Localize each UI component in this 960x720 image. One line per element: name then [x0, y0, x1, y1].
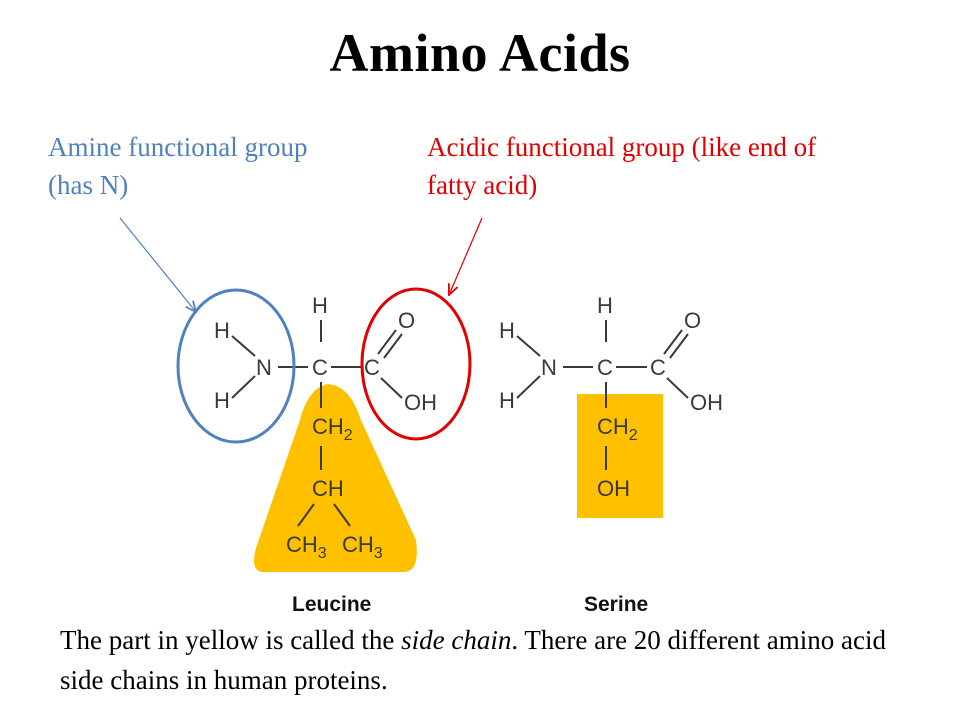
caption-pre: The part in yellow is called the — [60, 625, 402, 655]
leucine-side-chain-highlight — [254, 384, 417, 572]
serine-atom-h1: H — [499, 318, 515, 343]
serine-side-chain-highlight — [577, 394, 663, 518]
serine-atom-o: O — [684, 308, 701, 333]
caption-emphasis: side chain — [401, 625, 512, 655]
caption-post: . There are 20 different amino acid side… — [60, 625, 886, 695]
acid-group-circle — [360, 287, 472, 441]
leucine-group-ch2: CH2 — [312, 414, 353, 444]
amine-group-circle — [176, 288, 296, 444]
serine-atom-n: N — [541, 355, 557, 380]
serine-group-oh: OH — [597, 476, 630, 501]
serine-atom-h-top: H — [597, 293, 613, 318]
page-title: Amino Acids — [329, 23, 631, 83]
caption: The part in yellow is called the side ch… — [60, 620, 920, 700]
amine-group-label: Amine functional group (has N) — [48, 132, 308, 200]
leucine-name: Leucine — [292, 593, 371, 616]
leucine-group-ch3-right: CH3 — [342, 532, 383, 562]
leucine-group-ch3-left: CH3 — [286, 532, 327, 562]
amine-arrow — [119, 217, 196, 312]
serine-atom-c2: C — [650, 355, 666, 380]
leucine-atom-o: O — [398, 308, 415, 333]
acid-arrow — [449, 217, 483, 295]
leucine-structure: H H H N C C O OH CH2 CH CH3 CH3 — [214, 293, 437, 562]
leucine-atom-c2: C — [364, 355, 380, 380]
serine-atom-h2: H — [499, 388, 515, 413]
leucine-group-ch: CH — [312, 476, 344, 501]
serine-name: Serine — [584, 593, 648, 616]
leucine-atom-h2: H — [214, 388, 230, 413]
leucine-atom-oh: OH — [404, 390, 437, 415]
leucine-atom-n: N — [256, 355, 272, 380]
serine-structure: H H H N C C O OH CH2 OH — [499, 293, 723, 501]
acid-group-label: Acidic functional group (like end of fat… — [427, 132, 817, 200]
leucine-atom-h1: H — [214, 318, 230, 343]
leucine-atom-h-top: H — [312, 293, 328, 318]
serine-group-ch2: CH2 — [597, 414, 638, 444]
leucine-atom-c: C — [312, 355, 328, 380]
serine-atom-oh: OH — [690, 390, 723, 415]
serine-atom-c: C — [597, 355, 613, 380]
